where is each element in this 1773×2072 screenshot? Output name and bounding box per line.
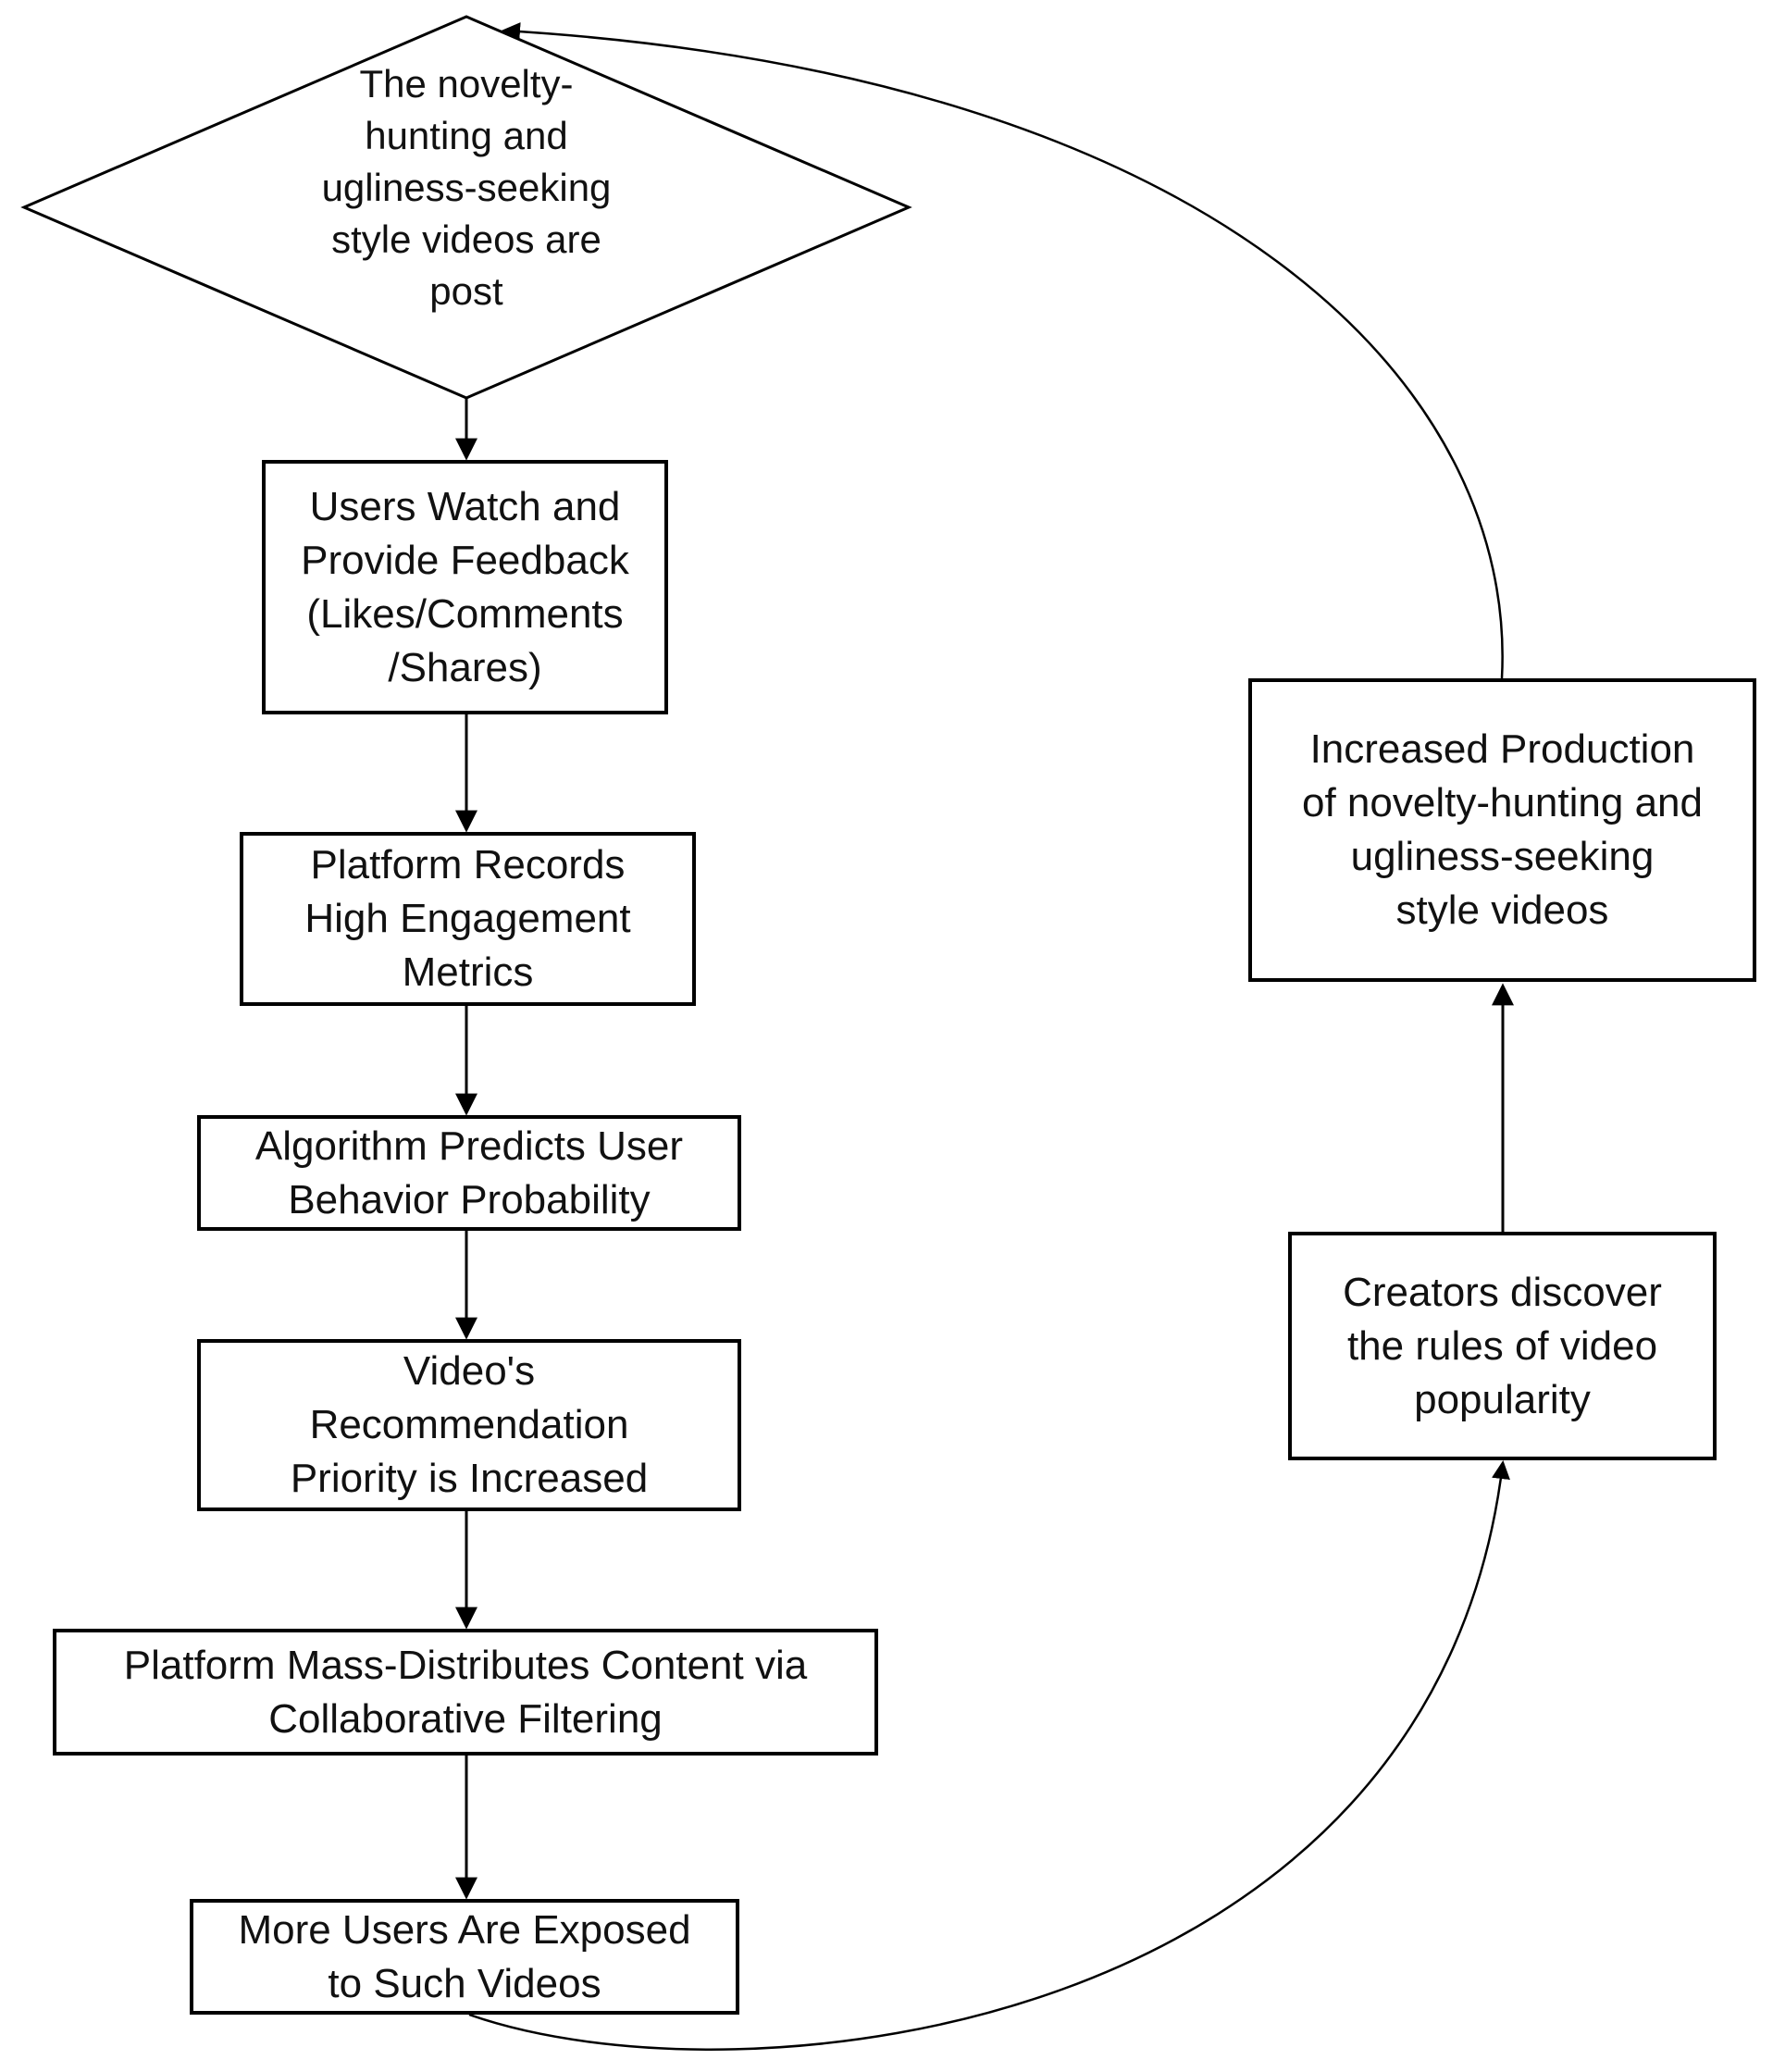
platform-records-box: Platform Records High Engagement Metrics bbox=[240, 832, 696, 1006]
increased-production-box: Increased Production of novelty-hunting … bbox=[1248, 678, 1756, 982]
recommendation-priority-box: Video's Recommendation Priority is Incre… bbox=[197, 1339, 741, 1511]
more-users-box: More Users Are Exposed to Such Videos bbox=[190, 1899, 739, 2015]
mass-distributes-box: Platform Mass-Distributes Content via Co… bbox=[53, 1629, 878, 1756]
users-watch-box: Users Watch and Provide Feedback (Likes/… bbox=[262, 460, 668, 714]
creators-discover-box: Creators discover the rules of video pop… bbox=[1288, 1232, 1717, 1460]
start-diamond-label: The novelty- hunting and ugliness-seekin… bbox=[321, 62, 612, 313]
algorithm-predicts-box: Algorithm Predicts User Behavior Probabi… bbox=[197, 1115, 741, 1231]
